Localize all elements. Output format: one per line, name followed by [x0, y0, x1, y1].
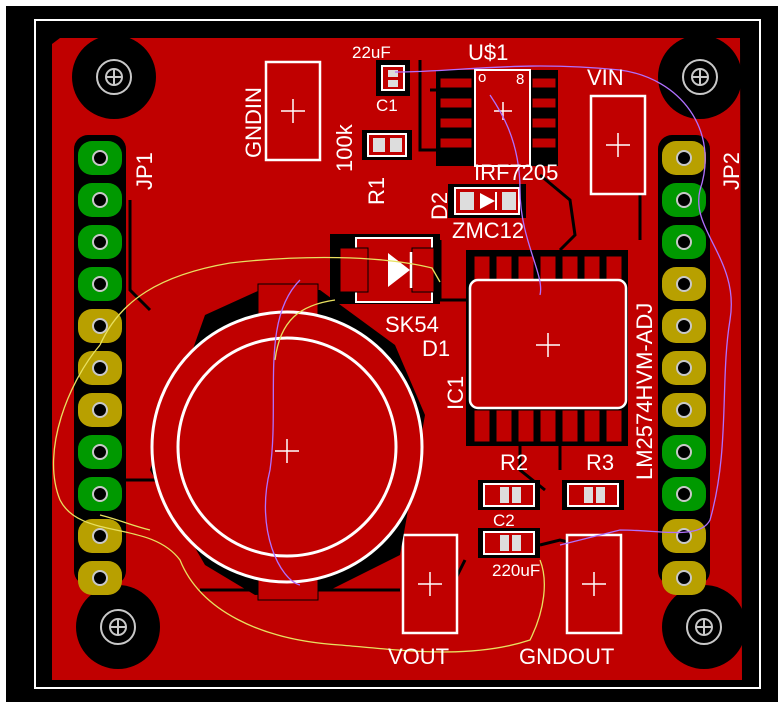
label-u1: U$1 — [468, 40, 508, 65]
label-vin: VIN — [587, 65, 624, 90]
label-r1: R1 — [364, 177, 389, 205]
label-irf: IRF7205 — [474, 160, 558, 185]
label-jp2: JP2 — [719, 152, 744, 190]
c2-capacitor — [478, 528, 540, 558]
airwires-yellow — [52, 256, 545, 653]
jp2-pin — [662, 519, 706, 553]
jp2-pin — [662, 393, 706, 427]
mounting-hole-bottom-right — [662, 585, 746, 669]
label-c1-value: 22uF — [352, 43, 391, 62]
jp1-pin — [78, 309, 122, 343]
label-c1: C1 — [376, 96, 398, 115]
jp1-pin — [78, 561, 122, 595]
jp2-pin — [662, 477, 706, 511]
label-lm: LM2574HVM-ADJ — [632, 303, 657, 480]
jp2-pin — [662, 267, 706, 301]
jp1-pin — [78, 267, 122, 301]
jp1-pin — [78, 477, 122, 511]
label-d2: D2 — [427, 192, 452, 220]
r3-resistor — [562, 480, 624, 510]
jp2-pin — [662, 309, 706, 343]
jp1-header — [74, 135, 126, 595]
jp1-pin — [78, 225, 122, 259]
board-edge — [34, 19, 761, 689]
label-r1-value: 100k — [332, 123, 357, 172]
label-c2-value: 220uF — [492, 561, 540, 580]
mounting-hole-top-left — [72, 35, 156, 119]
gndout-pad — [565, 533, 623, 635]
jp1-pin — [78, 435, 122, 469]
label-sk54: SK54 — [385, 312, 439, 337]
jp1-pin — [78, 351, 122, 385]
jp1-pin — [78, 393, 122, 427]
jp1-pin — [78, 183, 122, 217]
label-c2: C2 — [493, 511, 515, 530]
label-r2: R2 — [500, 450, 528, 475]
jp1-pin — [78, 141, 122, 175]
u1-mosfet — [436, 69, 558, 167]
vin-pad — [589, 94, 647, 196]
jp2-pin — [662, 141, 706, 175]
label-d1: D1 — [422, 336, 450, 361]
label-jp1: JP1 — [132, 152, 157, 190]
label-zmc: ZMC12 — [452, 218, 524, 243]
d1-diode — [330, 234, 440, 304]
jp2-pin — [662, 183, 706, 217]
jp2-pin — [662, 225, 706, 259]
label-u1-pin8: 8 — [516, 71, 524, 88]
airwires-purple — [264, 65, 732, 586]
label-gndout: GNDOUT — [519, 644, 614, 669]
jp2-pin — [662, 435, 706, 469]
label-vout: VOUT — [388, 644, 449, 669]
label-ic1: IC1 — [443, 376, 468, 410]
label-r3: R3 — [586, 450, 614, 475]
jp2-header — [658, 135, 710, 595]
r1-resistor — [362, 130, 412, 160]
vout-pad — [401, 533, 459, 635]
jp1-pin — [78, 519, 122, 553]
gndin-pad — [264, 60, 322, 162]
c1-capacitor — [376, 60, 410, 96]
label-gndin: GNDIN — [241, 87, 266, 158]
silkscreen-labels: GNDIN 22uF C1 U$1 o 8 VIN 100k R1 IRF720… — [132, 40, 744, 669]
ic1-regulator — [466, 250, 628, 446]
jp2-pin — [662, 561, 706, 595]
mounting-hole-top-right — [658, 35, 742, 119]
inductor-large — [150, 283, 425, 601]
d2-diode — [448, 184, 526, 218]
mounting-hole-bottom-left — [76, 585, 160, 669]
jp2-pin — [662, 351, 706, 385]
label-u1-pin1: o — [478, 69, 486, 86]
r2-resistor — [478, 480, 540, 510]
